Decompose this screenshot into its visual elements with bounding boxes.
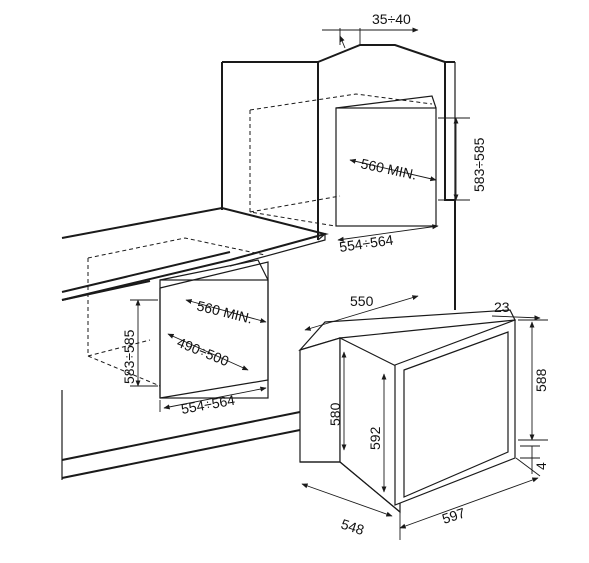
- dim-oven-body-height: 580: [327, 402, 343, 426]
- worktop: [61, 206, 329, 301]
- dimension-lines: [130, 27, 548, 540]
- dim-column-niche-height: 583÷585: [471, 137, 487, 192]
- dim-under-niche-width: 554÷564: [180, 392, 237, 417]
- dim-under-niche-depth-range: 490÷500: [175, 334, 232, 369]
- dim-vent-gap: 35÷40: [372, 11, 411, 27]
- dim-under-niche-depth-min: 560 MIN.: [195, 297, 254, 326]
- dim-oven-depth-top: 550: [350, 293, 374, 309]
- dim-oven-frame-thickness: 23: [494, 299, 510, 315]
- column-cabinet: [221, 44, 456, 310]
- dim-oven-front-width: 597: [440, 504, 467, 527]
- oven-body: [298, 309, 516, 514]
- dim-column-niche-depth: 560 MIN.: [359, 155, 418, 182]
- dim-under-niche-height: 583÷585: [121, 329, 137, 384]
- dim-oven-body-depth: 548: [339, 516, 366, 539]
- dim-oven-inner-height: 592: [367, 426, 383, 450]
- dim-column-niche-width: 554÷564: [338, 232, 394, 255]
- dim-oven-front-height: 588: [533, 368, 549, 392]
- under-counter-cabinet: [61, 237, 301, 480]
- dim-oven-bottom-gap: 4: [533, 462, 549, 470]
